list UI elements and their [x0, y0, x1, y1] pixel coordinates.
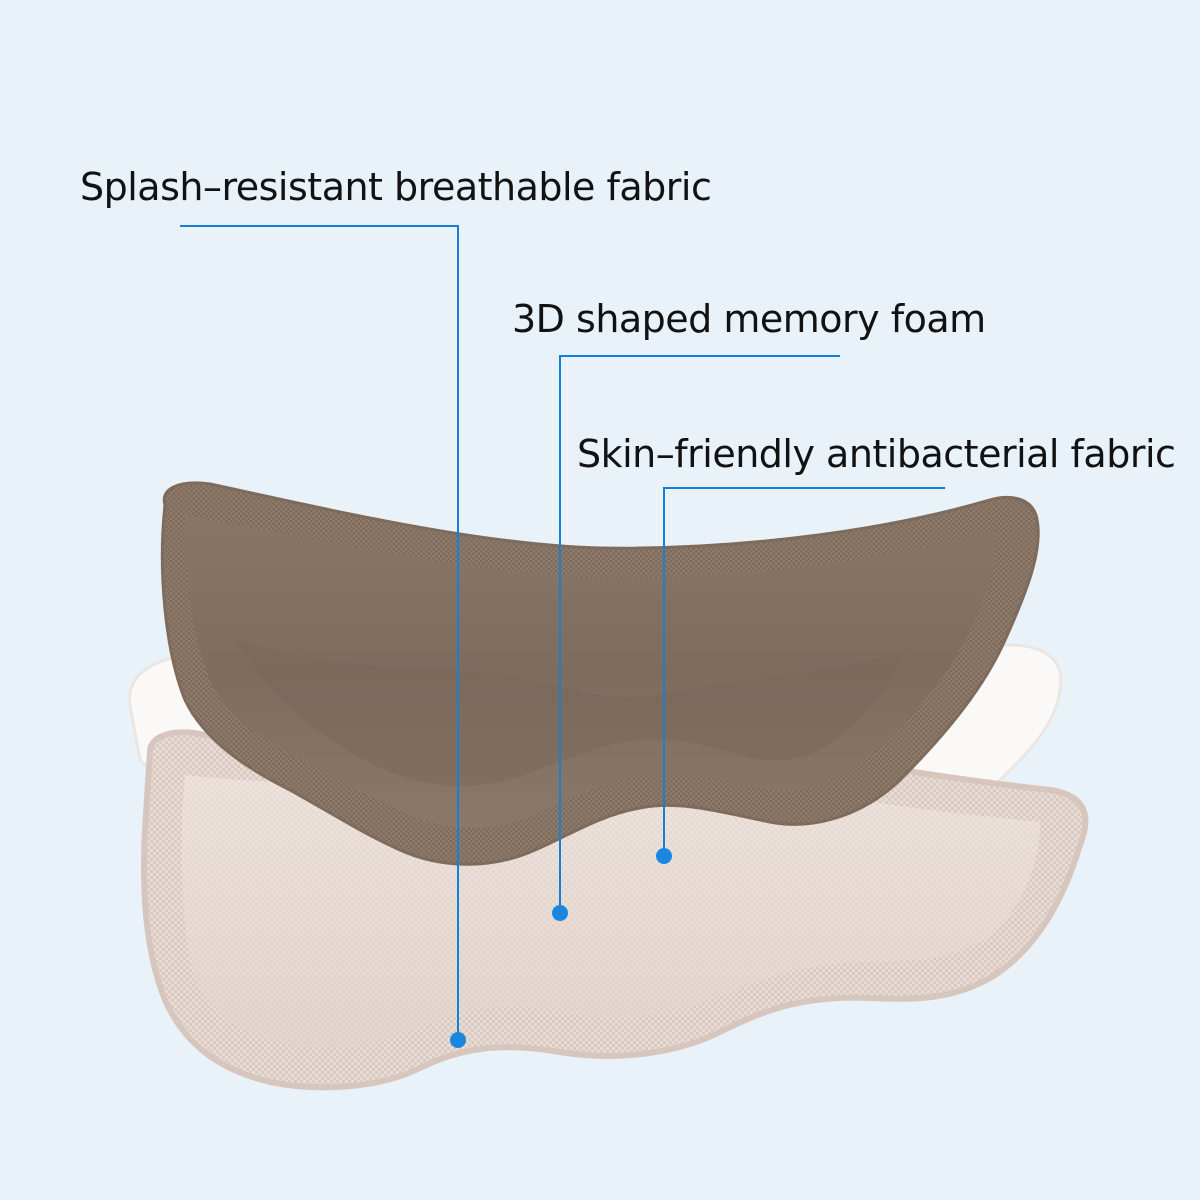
callout-dot-skin — [656, 848, 672, 864]
callout-dot-splash — [450, 1032, 466, 1048]
callout-dot-foam — [552, 905, 568, 921]
callout-label-splash-resistant-fabric: Splash–resistant breathable fabric — [80, 165, 712, 209]
callout-line-splash — [180, 225, 459, 1040]
callout-label-antibacterial-fabric: Skin–friendly antibacterial fabric — [577, 432, 1176, 476]
callout-line-foam — [559, 355, 840, 912]
callout-line-skin — [663, 487, 945, 855]
callout-label-memory-foam: 3D shaped memory foam — [512, 297, 986, 341]
